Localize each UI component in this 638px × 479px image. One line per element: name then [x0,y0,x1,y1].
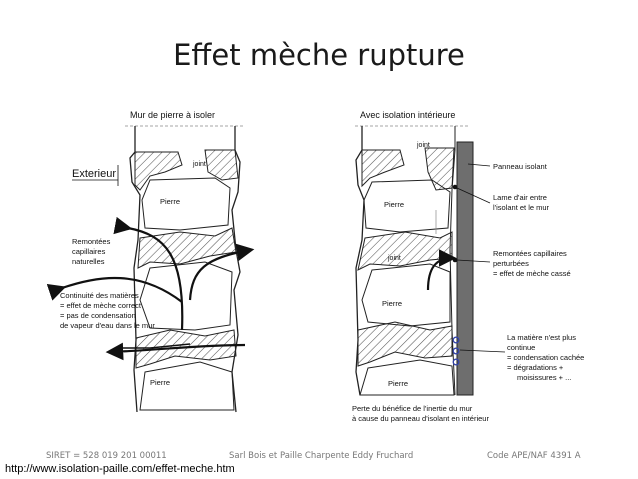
right-stone-mid-label: Pierre [382,299,402,308]
right-wall: Avec isolation intérieure joint joint Pi… [352,110,586,423]
condensation-icon [452,336,460,344]
right-stone-top-label: Pierre [384,200,404,209]
right-stone-bottom-label: Pierre [388,379,408,388]
air-gap-label: Lame d'air entre l'isolant et le mur [493,193,550,212]
left-heading: Mur de pierre à isoler [130,110,215,120]
discontinuity-label: La matière n'est plus continue = condens… [507,333,586,382]
condensation-icon [452,358,460,366]
right-joint-mid-label: joint [387,255,401,262]
left-joint-label: joint [192,161,206,168]
right-heading: Avec isolation intérieure [360,110,455,120]
insulation-panel-label: Panneau isolant [493,162,548,171]
right-joint-top-label: joint [416,142,430,149]
left-wall: Mur de pierre à isoler joint Pierre Pier… [46,110,255,413]
condensation-icon [452,347,460,355]
insulation-panel [456,141,474,396]
left-capillary-label: Remontées capillaires naturelles [72,237,112,266]
source-url[interactable]: http://www.isolation-paille.com/effet-me… [5,463,235,475]
exterior-label: Exterieur [72,168,116,180]
left-stone-top-label: Pierre [160,197,180,206]
inertia-label: Perte du bénéfice de l'inertie du mur à … [352,404,489,423]
left-stone-bottom-label: Pierre [150,378,170,387]
footer-ape: Code APE/NAF 4391 A [487,451,581,461]
footer-company: Sarl Bois et Paille Charpente Eddy Fruch… [229,451,414,461]
right-capillary-label: Remontées capillaires perturbées = effet… [493,249,571,278]
footer-siret: SIRET = 528 019 201 00011 [46,451,167,461]
slide-title: Effet mèche rupture [173,38,465,72]
left-continuity-label: Continuité des matières = effet de mèche… [60,291,155,330]
